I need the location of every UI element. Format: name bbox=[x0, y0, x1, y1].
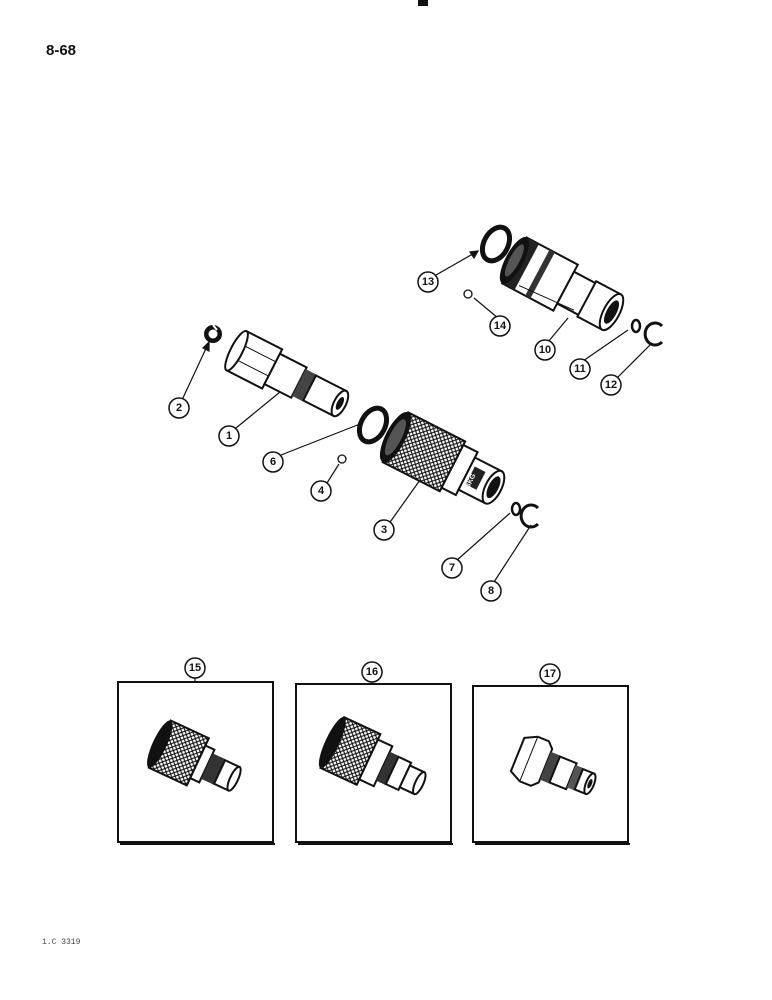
svg-text:12: 12 bbox=[605, 379, 617, 391]
callout-7: 7 bbox=[441, 557, 463, 579]
callout-8: 8 bbox=[480, 580, 502, 602]
top-edge-mark bbox=[418, 0, 428, 6]
part-14-ball bbox=[463, 289, 473, 299]
svg-text:6: 6 bbox=[270, 456, 276, 468]
callout-4: 4 bbox=[310, 480, 332, 502]
variant-15-coupler-icon bbox=[147, 719, 242, 792]
svg-text:8: 8 bbox=[488, 585, 494, 597]
variant-17-nipple-icon bbox=[509, 735, 597, 796]
svg-text:7: 7 bbox=[449, 562, 455, 574]
svg-text:4: 4 bbox=[318, 485, 325, 497]
part-12-snap-ring bbox=[643, 321, 664, 347]
part-13-oring bbox=[479, 224, 513, 264]
callout-16 bbox=[361, 661, 383, 683]
page-number: 8-68 bbox=[46, 42, 77, 59]
svg-text:14: 14 bbox=[494, 320, 507, 332]
part-3-coupler-body bbox=[379, 411, 506, 505]
callout-10: 10 bbox=[534, 339, 556, 361]
svg-text:11: 11 bbox=[574, 363, 586, 375]
part-2-ring bbox=[204, 324, 222, 343]
callout-1: 1 bbox=[218, 425, 240, 447]
svg-text:13: 13 bbox=[422, 276, 434, 288]
part-1-nipple bbox=[224, 329, 350, 418]
svg-text:17: 17 bbox=[544, 668, 556, 680]
callout-3: 3 bbox=[373, 519, 395, 541]
svg-text:16: 16 bbox=[366, 666, 378, 678]
callout-15 bbox=[184, 657, 206, 679]
part-8-snap-ring bbox=[519, 503, 540, 529]
part-6-oring bbox=[356, 405, 390, 445]
callout-17 bbox=[539, 663, 561, 685]
callout-13: 13 bbox=[417, 271, 439, 293]
part-4-ball bbox=[337, 454, 347, 464]
callout-14: 14 bbox=[489, 315, 511, 337]
svg-text:3: 3 bbox=[381, 524, 387, 536]
variant-17-panel: 17 bbox=[472, 663, 630, 845]
variant-15-panel: 15 bbox=[117, 657, 275, 845]
callout-12: 12 bbox=[600, 374, 622, 396]
variant-16-panel: 16 bbox=[295, 661, 453, 845]
part-7-small-oring bbox=[510, 501, 522, 517]
part-10-coupler-body bbox=[499, 236, 625, 332]
variant-16-coupler-icon bbox=[318, 715, 427, 796]
svg-text:15: 15 bbox=[189, 662, 201, 674]
callout-6: 6 bbox=[262, 451, 284, 473]
svg-text:10: 10 bbox=[539, 344, 551, 356]
part-11-small-oring bbox=[630, 318, 642, 334]
callout-2: 2 bbox=[168, 397, 190, 419]
document-code: 1.C 3319 bbox=[42, 938, 81, 947]
svg-text:2: 2 bbox=[176, 402, 182, 414]
callout-11: 11 bbox=[569, 358, 591, 380]
svg-text:1: 1 bbox=[226, 430, 232, 442]
leader-lines bbox=[181, 250, 651, 583]
